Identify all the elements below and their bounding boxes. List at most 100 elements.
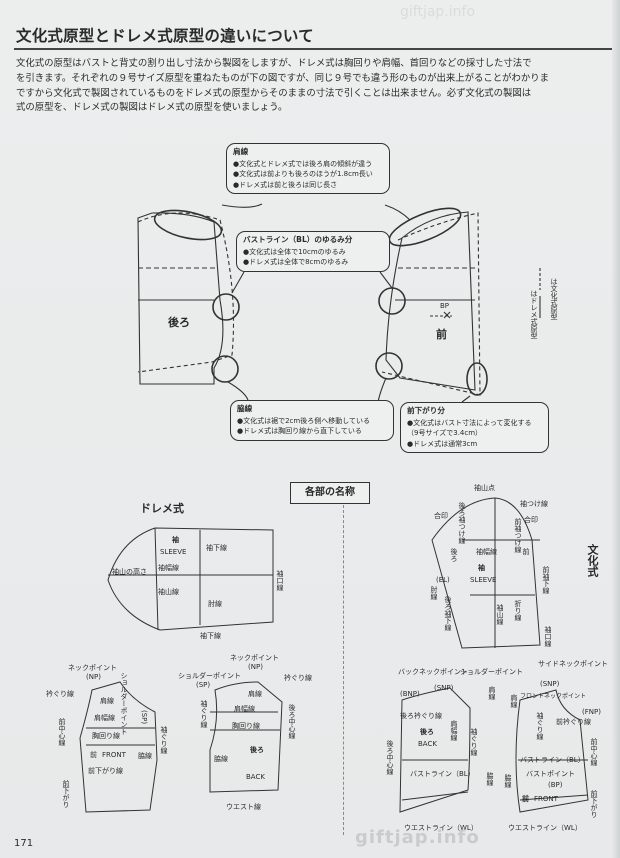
label: SLEEVE — [470, 576, 497, 584]
label: 後ろ衿ぐり線 — [400, 712, 442, 720]
label: 前衿ぐり線 — [556, 718, 591, 726]
label: ウエストライン（WL） — [508, 824, 582, 832]
label: 肘線 — [208, 600, 222, 608]
label: 脇線 — [214, 755, 228, 763]
callout-title: バストライン（BL）のゆるみ分 — [243, 235, 353, 244]
label: ウエスト線 — [226, 803, 261, 811]
label: 袖 — [478, 564, 485, 572]
label: 肩線 — [100, 697, 114, 705]
label: 胸回り線 — [232, 722, 260, 730]
label: FRONT — [102, 751, 126, 759]
label: 袖口線 — [276, 570, 284, 591]
label: ショルダーポイント — [178, 672, 241, 680]
label: 肩幅線 — [234, 705, 255, 713]
dreme-heading: ドレメ式 — [140, 502, 184, 515]
callout-item: ●ドレメ式は通常3cm — [407, 439, 478, 448]
label: 後ろ中心線 — [288, 704, 296, 739]
legend-dashed: は文化式原型 — [550, 278, 558, 320]
label: 袖つけ線 — [520, 500, 548, 508]
intro-paragraph: 文化式の原型はバストと背丈の割り出し寸法から製図をしますが、ドレメ式は胸回りや肩… — [16, 57, 616, 116]
label: サイドネックポイント — [538, 660, 608, 668]
label: 袖下線 — [206, 544, 227, 552]
label: (BP) — [548, 781, 563, 789]
callout-item: ●文化式とドレメ式では後ろ肩の傾斜が違う — [233, 159, 373, 168]
callout-side-seam: 脇線 ●文化式は裾で2cm後ろ側へ移動している ●ドレメ式は胸回り線から直下して… — [230, 400, 394, 441]
callout-item: ●ドレメ式は前と後ろは同じ長さ — [233, 180, 338, 189]
callout-front-drop: 前下がり分 ●文化式はバスト寸法によって変化する （9号サイズで3.4cm） ●… — [400, 402, 549, 453]
section-title-box: 各部の名称 — [290, 482, 370, 504]
intro-line: 文化式の原型はバストと背丈の割り出し寸法から製図をしますが、ドレメ式は胸回りや肩… — [16, 58, 532, 69]
label: FRONT — [534, 795, 558, 803]
label: 後ろ — [420, 728, 434, 736]
label: (NP) — [86, 673, 101, 681]
label: バックネックポイント — [398, 668, 468, 676]
label: (SP) — [196, 681, 211, 689]
label: 袖山の高さ — [112, 568, 147, 576]
legend-solid: はドレメ式原型 — [530, 290, 538, 339]
label: BACK — [418, 740, 437, 748]
label: 袖幅線 — [158, 564, 179, 572]
label: (NP) — [248, 663, 263, 671]
label: 肩線 — [488, 686, 496, 700]
page-number: 171 — [14, 838, 34, 849]
back-label: 後ろ — [168, 316, 190, 329]
label: 衿ぐり線 — [46, 690, 74, 698]
label: 前 — [90, 751, 97, 759]
label: ネックポイント — [68, 664, 117, 672]
callout-title: 肩線 — [233, 147, 249, 156]
label: 脇線 — [504, 774, 512, 788]
label: 前袖下線 — [542, 566, 550, 594]
intro-line: を引きます。それぞれの９号サイズ原型を重ねたものが下の図ですが、同じ９号でも違う… — [16, 72, 549, 84]
callout-item: ●ドレメ式は胸回り線から直下している — [237, 427, 362, 435]
callout-bust: バストライン（BL）のゆるみ分 ●文化式は全体で10cmのゆるみ ●ドレメ式は全… — [236, 231, 390, 272]
label: 肘線 — [430, 586, 438, 600]
label: 後ろ袖つけ線 — [458, 502, 466, 544]
label: ショルダーポイント — [460, 668, 523, 676]
callout-item: ●文化式は裾で2cm後ろ側へ移動している — [237, 416, 371, 425]
callout-title: 前下がり分 — [407, 406, 445, 415]
label: (SP) — [140, 710, 148, 725]
label: バストライン（BL） — [410, 770, 475, 778]
front-label: 前 — [436, 328, 447, 341]
label: (BNP) — [400, 690, 420, 698]
label: 袖山点 — [474, 484, 495, 492]
label: 袖幅線 — [476, 548, 497, 556]
intro-line: 式の原型を、ドレメ式の製図はドレメ式の原型を使いましょう。 — [16, 102, 288, 114]
label: SLEEVE — [160, 548, 187, 556]
label: 肩幅線 — [94, 714, 115, 722]
callout-item: ●文化式は前よりも後ろのほうが1.8cm長い — [233, 170, 373, 178]
label: 袖ぐり線 — [470, 728, 478, 756]
label: 合印 — [434, 512, 448, 520]
label: (FNP) — [582, 708, 601, 716]
intro-line: ですから文化式で製図されているものをドレメ式の原型からそのままの寸法で引くことは… — [16, 87, 532, 99]
watermark: giftjap.info — [355, 827, 480, 848]
callout-item: ●ドレメ式は全体で8cmのゆるみ — [243, 258, 349, 266]
label: (EL) — [436, 576, 450, 584]
label: 前中心線 — [590, 738, 598, 766]
label: 肩線 — [510, 694, 518, 708]
label: 後ろ袖下線 — [444, 596, 452, 631]
label: 前下がり — [590, 790, 598, 818]
callout-item: （9号サイズで3.4cm） — [407, 429, 483, 437]
label: 肩幅線 — [450, 720, 458, 741]
label: 前 — [522, 795, 529, 803]
label: 脇線 — [486, 772, 494, 786]
label: 袖下線 — [200, 632, 221, 640]
label: 前中心線 — [58, 718, 66, 746]
label: 前下がり — [62, 780, 70, 808]
page-edge-shadow — [612, 0, 620, 858]
label: 袖ぐり線 — [536, 712, 544, 740]
label: 後ろ — [450, 548, 458, 562]
callout-shoulder: 肩線 ●文化式とドレメ式では後ろ肩の傾斜が違う ●文化式は前よりも後ろのほうが1… — [226, 143, 390, 194]
label: 前袖つけ線 — [514, 518, 522, 553]
callout-item: ●文化式はバスト寸法によって変化する — [407, 418, 532, 427]
label: 脇線 — [138, 752, 152, 760]
label: 後ろ — [250, 746, 264, 754]
label: BACK — [246, 773, 265, 781]
label: (SNP) — [540, 680, 560, 688]
title-rule — [14, 48, 620, 50]
label: フロントネックポイント — [520, 693, 587, 700]
label: ネックポイント — [230, 654, 279, 662]
label: (SNP) — [434, 684, 454, 692]
label: 袖ぐり線 — [160, 726, 168, 754]
